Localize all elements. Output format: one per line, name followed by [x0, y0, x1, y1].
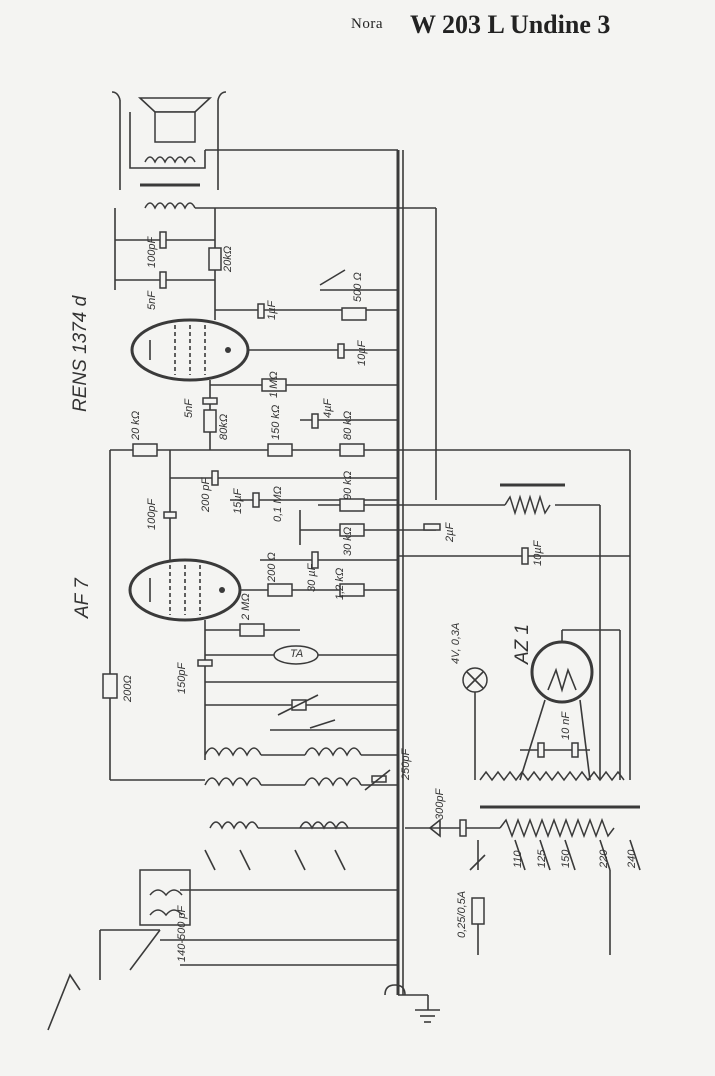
fuse-icon [471, 897, 485, 925]
label-c4uf: 4µF [322, 398, 334, 418]
label-c5nf-mid: 5nF [183, 399, 195, 418]
resistor-20k-left [132, 443, 158, 457]
mains-arrow-icon [428, 818, 441, 838]
label-tap-125: 125 [536, 849, 548, 868]
label-r500: 500 Ω [352, 272, 364, 302]
label-r20k-top: 20kΩ [222, 245, 234, 272]
capacitor-10nf-a [537, 742, 545, 758]
output-tube-icon [130, 318, 250, 382]
label-tap-110: 110 [512, 850, 524, 868]
capacitor-100pf-mid [163, 511, 177, 519]
mains-switch [469, 854, 486, 871]
resistor-200-ohm [267, 583, 293, 597]
label-r90k: 90 kΩ [342, 470, 354, 500]
ground-icon [398, 994, 440, 1023]
label-tap-220: 220 [598, 849, 610, 868]
label-r12k: 1,2 kΩ [334, 567, 346, 600]
brand-label: Nora [351, 16, 383, 32]
detector-tube-label: AF 7 [72, 578, 93, 618]
pilot-lamp-icon [462, 667, 488, 780]
label-c10uf-right: 10µF [532, 540, 544, 566]
switch-mid [309, 719, 336, 729]
capacitor-1uf [257, 303, 265, 319]
output-transformer [140, 149, 437, 500]
label-c5nf-top: 5nF [146, 291, 158, 310]
capacitor-100pf-top [159, 231, 167, 249]
resistor-1m-top [261, 378, 287, 392]
label-c10nf: 10 nF [560, 711, 572, 740]
model-title: W 203 L Undine 3 [410, 10, 611, 39]
capacitor-10uf-right [521, 547, 529, 565]
label-tap-150: 150 [560, 849, 572, 868]
label-lamp: 4V, 0,3A [450, 622, 462, 664]
rectifier-tube-icon [519, 629, 621, 781]
label-r150k: 150 kΩ [270, 404, 282, 440]
resistor-90k [339, 498, 365, 512]
label-r30k: 30 kΩ [342, 526, 354, 556]
label-r01m: 0,1 MΩ [272, 486, 284, 522]
label-r80k-right: 80 kΩ [342, 410, 354, 440]
resistor-2m [239, 623, 265, 637]
label-r80k-mid: 80kΩ [218, 413, 230, 440]
capacitor-4uf [311, 413, 319, 429]
resistor-80k-right [339, 443, 365, 457]
resistor-1-2k [339, 583, 365, 597]
label-c15uf: 15µF [232, 488, 244, 514]
resistor-20k-top [208, 247, 222, 271]
resistor-80k-mid [203, 409, 217, 433]
label-r200-ohm: 200 Ω [266, 552, 278, 582]
label-tap-240: 240 [626, 849, 638, 868]
capacitor-15uf [252, 492, 260, 508]
antenna-icon [47, 973, 81, 1031]
antenna-circuit [99, 869, 398, 980]
label-r1m-top: 1 MΩ [268, 371, 280, 398]
label-c150pf: 150pF [176, 662, 188, 694]
label-c300pf: 300pF [434, 788, 446, 820]
label-c10uf-top: 10µF [356, 340, 368, 366]
rectifier-tube-label: AZ 1 [512, 623, 533, 664]
label-c2uf: 2µF [444, 522, 456, 542]
resistor-500 [341, 307, 367, 321]
capacitor-300pf [459, 819, 467, 837]
pickup-ta [273, 645, 319, 665]
capacitor-200pf [211, 470, 219, 486]
capacitor-30uf [311, 551, 319, 569]
resistor-30k [339, 523, 365, 537]
label-c100pf-top: 100pF [146, 236, 158, 268]
label-r2m: 2 MΩ [240, 593, 252, 620]
filter-choke [436, 483, 600, 516]
capacitor-150pf [197, 659, 213, 667]
label-fuse: 0,25/0,5A [456, 890, 468, 938]
switch-top [319, 269, 346, 286]
label-r20k-left: 20 kΩ [130, 410, 142, 440]
output-tube-label: RENS 1374 d [70, 295, 91, 412]
label-c100pf-mid: 100pF [146, 498, 158, 530]
label-c30uf: 30 µF [306, 563, 318, 592]
resistor-150k [267, 443, 293, 457]
capacitor-10uf-top [337, 343, 345, 359]
label-c140-500: 140-500 pF [176, 905, 188, 962]
loudspeaker-icon [111, 91, 227, 190]
power-transformer [405, 770, 641, 955]
label-c250pf: 250pF [400, 748, 412, 780]
label-c1uf: 1µF [266, 300, 278, 320]
resistor-200-left [102, 673, 118, 699]
capacitor-10nf-b [571, 742, 579, 758]
capacitor-5nf-top [159, 271, 167, 289]
label-ta: TA [290, 648, 304, 660]
capacitor-5nf-mid [202, 397, 218, 405]
capacitor-2uf [423, 523, 441, 531]
detector-tube-icon [128, 558, 242, 622]
rf-coils [110, 747, 398, 787]
label-r200-left: 200Ω [122, 675, 134, 702]
band-switch-coils [180, 821, 398, 891]
label-c200pf: 200 pF [200, 477, 212, 512]
